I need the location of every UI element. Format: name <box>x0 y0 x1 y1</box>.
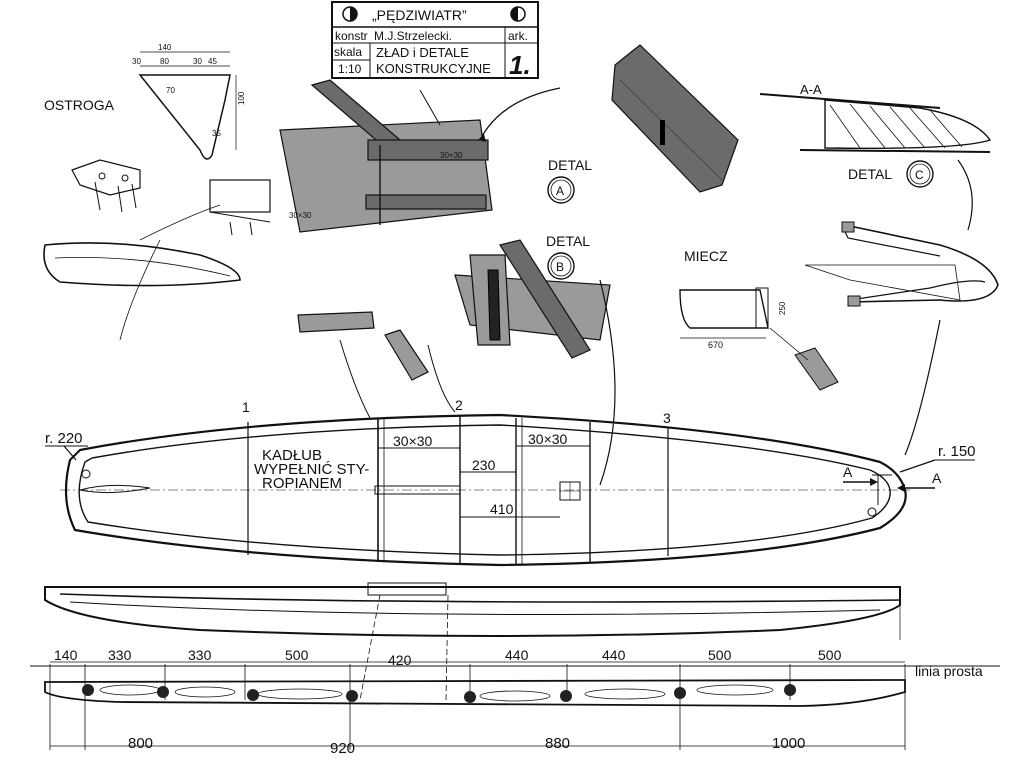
title-block: „PĘDZIWIATR” konstr M.J.Strzelecki. ark.… <box>331 1 539 80</box>
ostroga-dim-2: 80 <box>160 57 169 66</box>
bottom-dim-3: 1000 <box>772 735 805 752</box>
kadlub-line-1: KADŁUB <box>262 447 322 464</box>
dim-410: 410 <box>490 501 514 517</box>
detal-a: 30×30 30×30 DETAL A <box>279 79 592 233</box>
linia-prosta-label: linia prosta <box>915 663 983 679</box>
title-sheet-number: 1. <box>509 50 531 80</box>
title-subject-1: ZŁAD i DETALE <box>376 45 469 60</box>
detal-c-word: DETAL <box>848 166 892 182</box>
detal-a-dim-30x30: 30×30 <box>440 151 463 160</box>
frame-number-2: 2 <box>455 397 463 413</box>
detal-b-word: DETAL <box>546 233 590 249</box>
title-name: „PĘDZIWIATR” <box>372 7 467 23</box>
detal-c-letter: C <box>915 168 924 182</box>
detal-a-dim-30x30-small: 30×30 <box>289 211 312 220</box>
dim-30x30-left: 30×30 <box>393 433 433 449</box>
ostroga-label: OSTROGA <box>44 97 115 113</box>
top-dim-5: 440 <box>505 647 529 663</box>
detal-b-letter: B <box>556 260 564 274</box>
title-konstr-label: konstr <box>335 29 368 43</box>
title-konstr-value: M.J.Strzelecki. <box>374 29 452 43</box>
dim-230: 230 <box>472 457 496 473</box>
section-arrow-a-right: A <box>932 470 942 486</box>
r220-label: r. 220 <box>45 430 83 447</box>
bottom-profile: linia prosta 140 330 330 500 420 <box>30 647 1000 757</box>
ostroga-dim-3: 30 <box>193 57 202 66</box>
top-dim-3: 500 <box>285 647 309 663</box>
top-dim-4: 420 <box>388 652 412 668</box>
small-blocks <box>297 311 429 381</box>
bottom-dim-0: 800 <box>128 735 153 752</box>
top-dim-8: 500 <box>818 647 842 663</box>
ostroga-dim-1: 30 <box>132 57 141 66</box>
miecz-detail: MIECZ 670 250 <box>679 248 839 391</box>
board-piece <box>611 44 739 193</box>
title-ark-label: ark. <box>508 29 528 43</box>
ostroga-dim-7: 35 <box>212 129 221 138</box>
ostroga-dim-6: 100 <box>237 91 246 105</box>
bottom-dim-2: 880 <box>545 735 570 752</box>
kadlub-line-3: ROPIANEM <box>262 475 342 492</box>
top-dim-6: 440 <box>602 647 626 663</box>
top-dim-7: 500 <box>708 647 732 663</box>
leader-lines <box>119 239 941 486</box>
hull-side-view <box>44 582 901 701</box>
miecz-label: MIECZ <box>684 248 728 264</box>
kadlub-line-2: WYPEŁNIĆ STY- <box>254 461 369 478</box>
ostroga-dim-0: 140 <box>158 43 172 52</box>
section-aa: A-A DETAL C <box>759 82 992 231</box>
frame-number-3: 3 <box>663 410 671 426</box>
dim-30x30-right: 30×30 <box>528 431 568 447</box>
ostroga-dim-5: 70 <box>166 86 175 95</box>
title-skala-label: skala <box>334 45 362 59</box>
section-arrow-a-left: A <box>843 464 853 480</box>
ostroga-detail: OSTROGA 140 30 80 30 45 70 100 35 <box>43 43 271 287</box>
ostroga-dim-4: 45 <box>208 57 217 66</box>
detal-a-word: DETAL <box>548 157 592 173</box>
miecz-dim-1: 250 <box>778 301 787 315</box>
top-dim-2: 330 <box>188 647 212 663</box>
miecz-dim-0: 670 <box>708 340 723 350</box>
hull-plan-view: r. 220 r. 150 A A 1 2 3 KADŁUB WYPEŁNIĆ … <box>45 397 976 567</box>
detal-b: DETAL B <box>454 233 611 359</box>
r150-label: r. 150 <box>938 443 976 460</box>
top-dim-0: 140 <box>54 647 78 663</box>
bottom-dim-1: 920 <box>330 740 355 757</box>
top-dim-1: 330 <box>108 647 132 663</box>
detal-c <box>804 221 999 307</box>
detal-a-letter: A <box>556 184 564 198</box>
frame-number-1: 1 <box>242 399 250 415</box>
title-subject-2: KONSTRUKCYJNE <box>376 61 491 76</box>
title-skala-value: 1:10 <box>338 62 362 76</box>
section-aa-label: A-A <box>800 82 822 97</box>
